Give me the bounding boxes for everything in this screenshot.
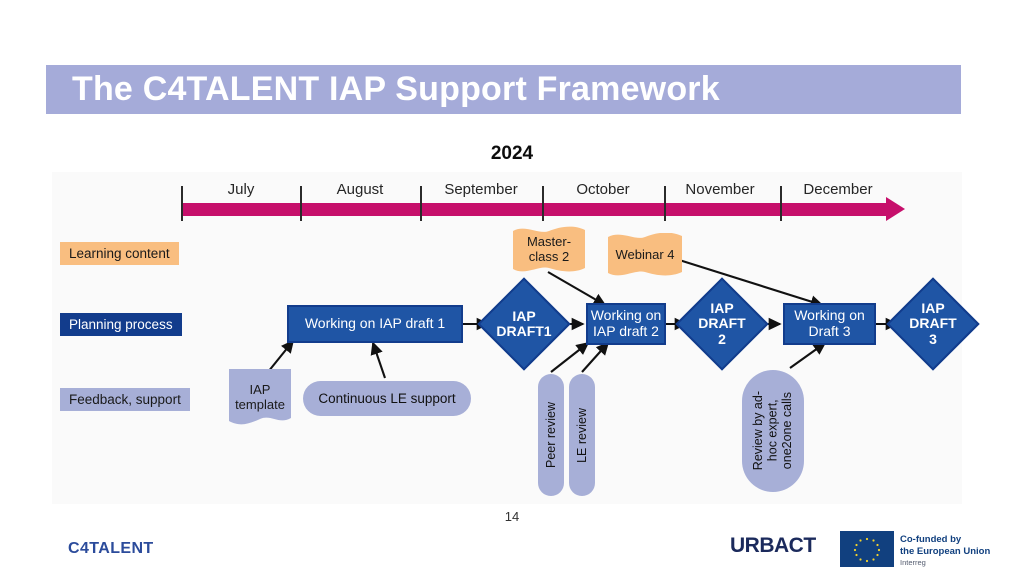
learning-node-label: Webinar 4 bbox=[615, 246, 675, 262]
feedback-node-peer-review[interactable]: Peer review bbox=[538, 374, 564, 496]
timeline-month-september: September bbox=[444, 181, 518, 198]
row-label-feedback-support: Feedback, support bbox=[60, 388, 190, 411]
row-label-planning-process: Planning process bbox=[60, 313, 182, 336]
timeline-month-november: November bbox=[685, 181, 755, 198]
feedback-node-continuous-le-support[interactable]: Continuous LE support bbox=[303, 381, 471, 416]
timeline-tick bbox=[664, 186, 666, 221]
learning-node-webinar-4[interactable]: Webinar 4 bbox=[608, 233, 682, 277]
eu-funding-text: Co-funded by the European Union bbox=[900, 534, 990, 558]
document-shape bbox=[229, 369, 291, 425]
feedback-node-le-review[interactable]: LE review bbox=[569, 374, 595, 496]
feedback-node-label: Continuous LE support bbox=[318, 390, 456, 406]
timeline-month-august: August bbox=[336, 181, 384, 198]
urbact-logo: URBACT bbox=[730, 534, 816, 557]
timeline-bar bbox=[181, 203, 891, 216]
eu-interreg-label: Interreg bbox=[900, 558, 926, 567]
planning-node-working-on-iap-draft-1[interactable]: Working on IAP draft 1 bbox=[287, 305, 463, 343]
timeline-tick bbox=[420, 186, 422, 221]
brand-logo-c4talent: C4TALENT bbox=[68, 540, 154, 557]
learning-node-label: Master-class 2 bbox=[526, 234, 572, 264]
feedback-node-label: Review by ad-hoc expert,one2one calls bbox=[751, 391, 795, 471]
timeline-tick bbox=[780, 186, 782, 221]
eu-funding-line1: Co-funded by bbox=[900, 534, 962, 545]
timeline-tick bbox=[181, 186, 183, 221]
row-label-learning-content: Learning content bbox=[60, 242, 179, 265]
timeline-tick bbox=[300, 186, 302, 221]
wave-banner-shape bbox=[608, 233, 682, 276]
learning-node-masterclass-2[interactable]: Master-class 2 bbox=[513, 226, 585, 274]
eu-funding-line2: the European Union bbox=[900, 545, 991, 557]
timeline-month-july: July bbox=[227, 181, 255, 198]
timeline-tick bbox=[542, 186, 544, 221]
year-label: 2024 bbox=[490, 143, 534, 164]
planning-node-label: Working on IAP draft 1 bbox=[304, 315, 446, 332]
title-banner bbox=[46, 65, 961, 114]
timeline-month-december: December bbox=[803, 181, 873, 198]
page-number: 14 bbox=[504, 509, 520, 524]
timeline-month-october: October bbox=[576, 181, 630, 198]
eu-flag-icon bbox=[840, 531, 894, 567]
wave-banner-shape bbox=[513, 226, 585, 272]
eu-stars bbox=[853, 537, 881, 563]
feedback-node-adhoc-expert-review[interactable]: Review by ad-hoc expert,one2one calls bbox=[742, 370, 804, 492]
page-title: The C4TALENT IAP Support Framework bbox=[72, 70, 720, 108]
feedback-node-label: LE review bbox=[574, 407, 589, 463]
feedback-node-label: Peer review bbox=[543, 402, 558, 468]
timeline-arrowhead bbox=[886, 197, 905, 221]
